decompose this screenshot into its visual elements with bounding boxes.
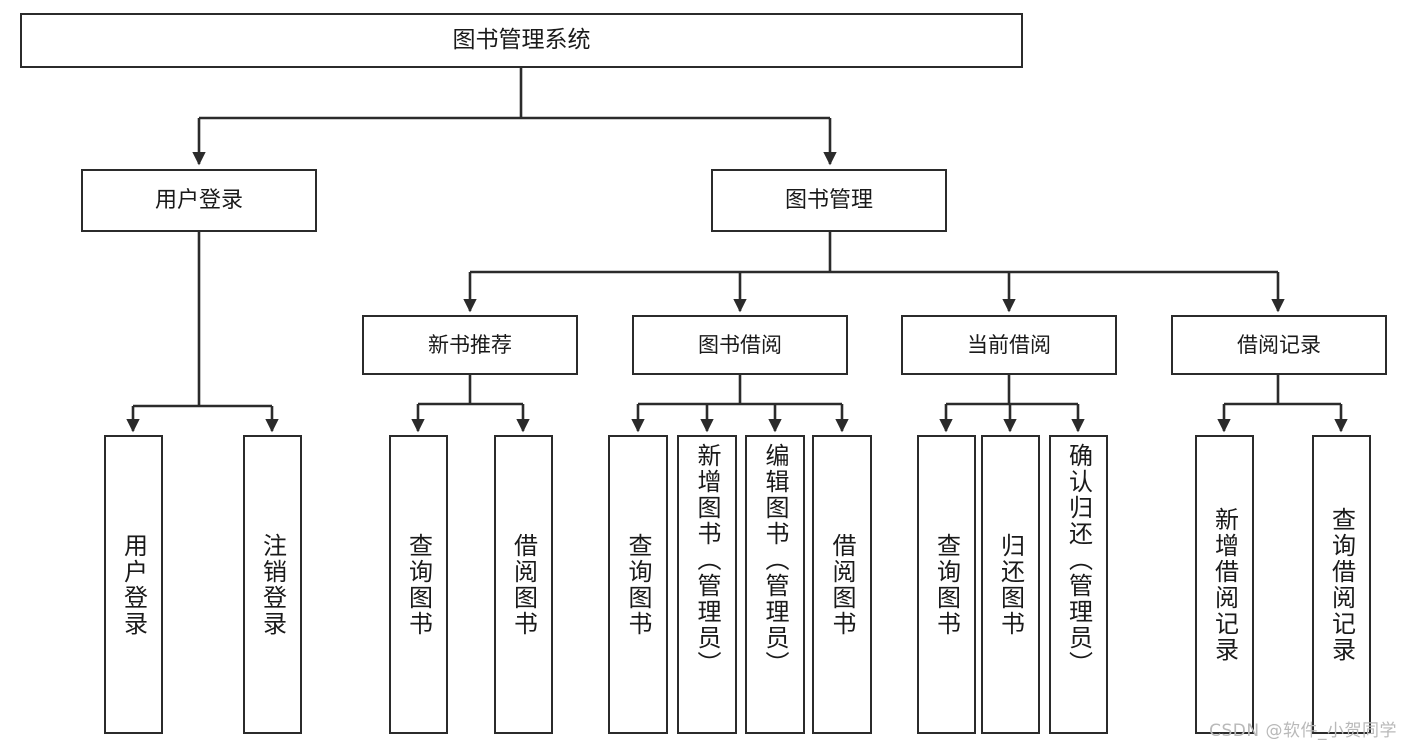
node-borrowing-record[interactable]: 借阅记录 — [1171, 315, 1387, 375]
node-label: 图书管理系统 — [452, 27, 591, 54]
node-label: 新书推荐 — [428, 332, 512, 357]
node-label: 归还图书 — [996, 532, 1025, 637]
node-label: 编辑图书（管理员） — [761, 443, 789, 677]
leaf-new-book-query-book[interactable]: 查询图书 — [389, 435, 448, 734]
node-label: 查询图书 — [624, 532, 652, 637]
node-label: 注销登录 — [258, 532, 287, 637]
node-label: 借阅图书 — [509, 532, 538, 637]
node-label: 查询图书 — [932, 532, 961, 637]
node-label: 用户登录 — [119, 532, 148, 637]
node-label: 确认归还（管理员） — [1064, 443, 1093, 677]
node-label: 当前借阅 — [967, 332, 1051, 357]
node-book-management[interactable]: 图书管理 — [711, 169, 947, 232]
node-label: 新增图书（管理员） — [693, 443, 721, 677]
leaf-new-book-borrow-book[interactable]: 借阅图书 — [494, 435, 553, 734]
node-label: 查询借阅记录 — [1327, 506, 1356, 663]
node-label: 图书借阅 — [698, 332, 782, 357]
leaf-current-borrow-query-book[interactable]: 查询图书 — [917, 435, 976, 734]
node-label: 新增借阅记录 — [1210, 506, 1239, 663]
node-book-management-system[interactable]: 图书管理系统 — [20, 13, 1023, 68]
leaf-book-borrow-borrow-book[interactable]: 借阅图书 — [812, 435, 872, 734]
node-current-borrowing[interactable]: 当前借阅 — [901, 315, 1117, 375]
leaf-borrow-record-add-record[interactable]: 新增借阅记录 — [1195, 435, 1254, 734]
node-label: 图书管理 — [784, 187, 873, 213]
node-book-borrowing[interactable]: 图书借阅 — [632, 315, 848, 375]
leaf-user-login-logout[interactable]: 注销登录 — [243, 435, 302, 734]
leaf-current-borrow-confirm-return-admin[interactable]: 确认归还（管理员） — [1049, 435, 1108, 734]
node-label: 查询图书 — [404, 532, 433, 637]
node-user-login[interactable]: 用户登录 — [81, 169, 317, 232]
leaf-book-borrow-edit-book-admin[interactable]: 编辑图书（管理员） — [745, 435, 805, 734]
leaf-book-borrow-add-book-admin[interactable]: 新增图书（管理员） — [677, 435, 737, 734]
leaf-user-login-login[interactable]: 用户登录 — [104, 435, 163, 734]
watermark: CSDN @软件_小贺同学 — [1209, 721, 1397, 741]
leaf-borrow-record-query-record[interactable]: 查询借阅记录 — [1312, 435, 1371, 734]
node-label: 用户登录 — [154, 187, 243, 213]
node-new-book-recommendation[interactable]: 新书推荐 — [362, 315, 578, 375]
node-label: 借阅记录 — [1237, 332, 1321, 357]
node-label: 借阅图书 — [828, 532, 856, 637]
leaf-current-borrow-return-book[interactable]: 归还图书 — [981, 435, 1040, 734]
leaf-book-borrow-query-book[interactable]: 查询图书 — [608, 435, 668, 734]
